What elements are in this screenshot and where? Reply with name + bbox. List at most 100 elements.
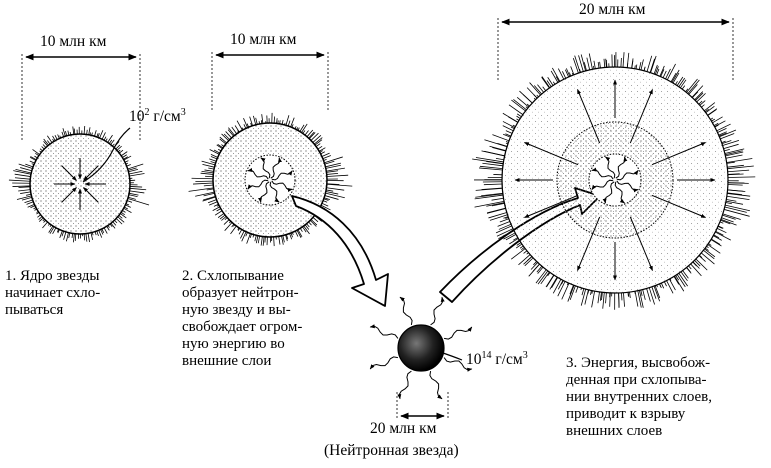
spike xyxy=(646,55,653,72)
spike xyxy=(309,220,317,227)
spike xyxy=(568,72,572,77)
spike xyxy=(14,173,31,177)
spike xyxy=(524,257,534,267)
spike xyxy=(503,232,516,240)
spike xyxy=(112,221,117,226)
neutron-star-body xyxy=(397,324,445,372)
spike xyxy=(299,124,305,132)
spike xyxy=(489,145,506,152)
spike xyxy=(727,189,746,192)
spike xyxy=(39,217,44,222)
spike xyxy=(492,147,506,152)
spike xyxy=(30,156,37,161)
spike xyxy=(599,61,601,68)
spike xyxy=(605,292,607,304)
spike xyxy=(59,230,63,239)
spike xyxy=(324,197,331,201)
spike xyxy=(726,161,735,164)
spike xyxy=(718,225,724,229)
spike xyxy=(16,195,32,200)
spike xyxy=(486,202,505,207)
spike xyxy=(593,60,596,69)
spike xyxy=(703,249,715,260)
neutron-star xyxy=(369,296,473,400)
spike xyxy=(725,202,732,205)
wavy-arrow xyxy=(429,371,443,400)
spike xyxy=(260,236,263,246)
spike xyxy=(106,226,110,231)
spike xyxy=(129,186,143,188)
spike xyxy=(486,207,506,214)
spike xyxy=(127,200,133,203)
spike xyxy=(96,230,99,237)
spike xyxy=(129,173,145,177)
wavy-arrow xyxy=(369,324,399,339)
spike xyxy=(720,218,737,226)
spike xyxy=(603,58,606,68)
spike xyxy=(48,225,54,233)
spike xyxy=(257,235,260,244)
spike xyxy=(513,237,518,241)
density-ns-label: 1014 г/см3 xyxy=(466,349,528,368)
spike xyxy=(207,199,217,204)
spike xyxy=(486,208,506,214)
spike xyxy=(551,277,559,288)
spike xyxy=(15,169,32,174)
spike xyxy=(18,163,33,169)
spike xyxy=(323,198,329,201)
spike xyxy=(659,283,662,289)
spike xyxy=(301,123,308,133)
spike xyxy=(20,167,32,172)
wavy-arrow xyxy=(443,357,473,372)
spike xyxy=(496,228,514,237)
spike xyxy=(711,238,721,245)
spike xyxy=(721,217,734,223)
spike xyxy=(110,222,116,229)
spike xyxy=(216,208,221,212)
spike xyxy=(282,235,285,243)
spike xyxy=(195,191,215,197)
spike xyxy=(27,203,35,208)
outward-arrow xyxy=(651,194,707,218)
spike xyxy=(714,124,719,128)
spike xyxy=(117,216,125,223)
spike xyxy=(289,233,293,240)
spike xyxy=(680,79,687,89)
spike xyxy=(672,72,680,84)
spike xyxy=(324,156,343,164)
spike xyxy=(326,174,349,177)
spike xyxy=(675,81,678,85)
wavy-arrow xyxy=(271,180,293,192)
spike xyxy=(727,164,744,168)
spike xyxy=(475,157,504,163)
spike xyxy=(122,154,127,158)
spike xyxy=(570,66,575,75)
spike xyxy=(710,239,722,247)
spike xyxy=(193,182,214,185)
spike xyxy=(561,283,570,300)
spike xyxy=(550,70,559,83)
spike xyxy=(225,131,232,139)
spike xyxy=(201,171,214,174)
spike xyxy=(546,80,552,87)
spike xyxy=(129,187,147,191)
spike xyxy=(692,261,697,267)
spike xyxy=(281,235,284,245)
spike xyxy=(690,263,702,277)
spike xyxy=(115,144,121,150)
spike xyxy=(669,278,676,291)
spike xyxy=(727,192,743,196)
star-3-wavy-arrows xyxy=(591,156,639,204)
spike xyxy=(713,122,719,126)
spike xyxy=(479,165,503,170)
spike xyxy=(597,61,600,69)
spike xyxy=(227,129,234,137)
spike xyxy=(587,289,590,294)
spike xyxy=(326,167,345,172)
spike xyxy=(483,183,503,186)
spike xyxy=(676,76,684,86)
spike xyxy=(486,161,504,165)
neutron-star-wavy-arrows xyxy=(369,296,473,400)
spike xyxy=(649,58,655,73)
